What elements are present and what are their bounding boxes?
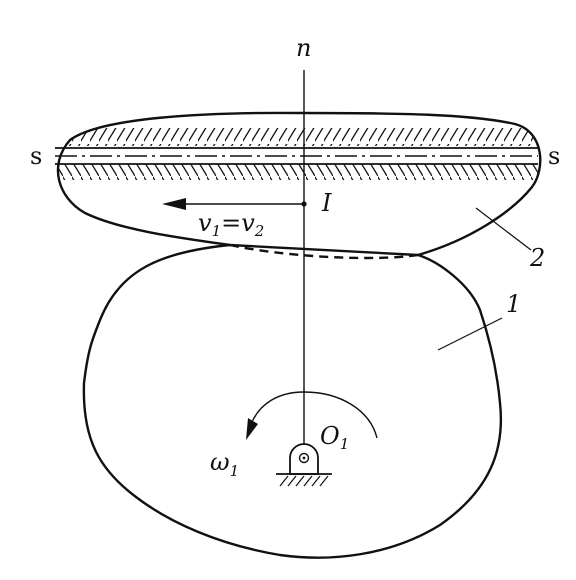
pivot-o: O	[320, 422, 340, 450]
velocity-arrow-head	[162, 198, 186, 210]
velocity-equals: =	[221, 209, 241, 237]
body-2-outline	[56, 111, 542, 257]
pivot-center	[302, 456, 306, 460]
velocity-v2-sub: 2	[254, 222, 265, 240]
ground-hatching	[279, 475, 329, 487]
body-1-hidden-edge	[229, 243, 419, 260]
part-label-2: 2	[529, 244, 545, 272]
leader-line-2	[475, 207, 532, 251]
slide-label-left: s	[30, 142, 42, 170]
leader-line-1	[437, 317, 503, 351]
pivot-o-sub: 1	[340, 435, 350, 453]
slide-label-right: s	[548, 142, 560, 170]
omega-label: ω1	[210, 448, 239, 480]
velocity-label: v1=v2	[198, 209, 264, 240]
velocity-v2: v	[241, 209, 255, 237]
body-2-hatching	[57, 128, 541, 180]
axis-label-n: n	[296, 34, 311, 62]
omega-rotation-arc	[251, 391, 378, 439]
pivot-label: O1	[320, 422, 349, 453]
omega-symbol: ω	[210, 448, 230, 476]
contact-point-label: I	[321, 189, 332, 217]
part-label-1: 1	[506, 290, 521, 318]
omega-sub: 1	[230, 462, 240, 480]
omega-arrow-head	[246, 418, 258, 440]
body-1-outline	[82, 243, 503, 559]
velocity-v1: v	[198, 209, 212, 237]
velocity-v1-sub: 1	[212, 222, 222, 240]
